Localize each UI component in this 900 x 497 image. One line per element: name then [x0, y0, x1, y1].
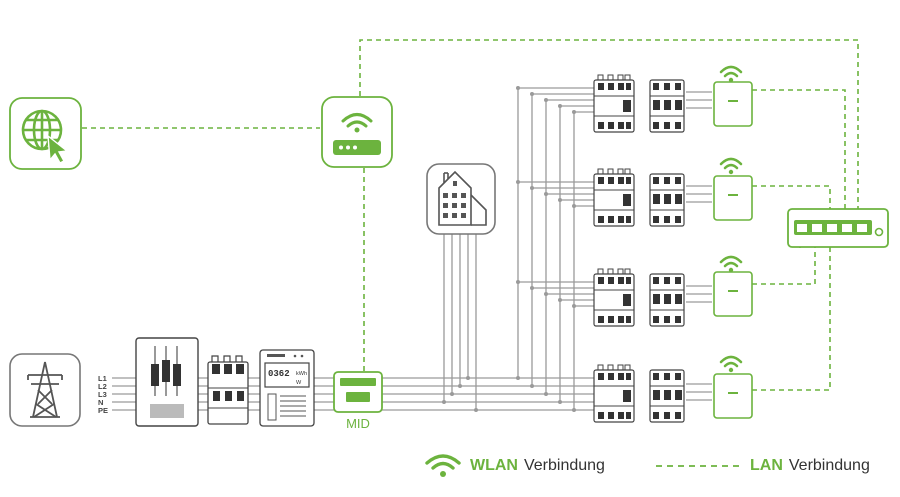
grid-node: [9, 353, 81, 427]
globe-icon: [21, 109, 63, 151]
legend-lan-text: Verbindung: [788, 457, 870, 474]
lan-wallbox-1: [752, 89, 846, 222]
legend-lan: LAN Verbindung: [656, 452, 870, 480]
breaker-rows: [593, 74, 685, 423]
router-node: [321, 96, 393, 168]
mcb-1: [649, 79, 685, 133]
legend-wlan-text: Verbindung: [523, 457, 605, 474]
mcb-2: [649, 173, 685, 227]
wallbox-4: [713, 373, 753, 419]
rcd-4: [593, 364, 635, 423]
phase-label-n: N: [98, 398, 103, 407]
meter-unit-w: W: [296, 380, 302, 386]
lan-wallbox-4: [752, 240, 831, 391]
phase-label-l1: L1: [98, 374, 107, 383]
cursor-icon: [47, 134, 69, 164]
main-fuse-box: [135, 337, 199, 427]
lan-wallbox-2: [752, 185, 831, 210]
house-icon: [438, 170, 487, 226]
mcb-3: [649, 273, 685, 327]
rcd-2: [593, 168, 635, 227]
wallbox-2: [713, 175, 753, 221]
wifi-icon: [719, 65, 743, 84]
distribution-bus: [517, 88, 575, 410]
phase-label-pe: PE: [98, 406, 108, 415]
mid-label: MID: [346, 416, 370, 431]
dashed-line-icon: [656, 465, 740, 467]
legend-wlan-bold: WLAN: [470, 457, 518, 474]
wallboxes: [713, 65, 753, 419]
rcd-3: [593, 268, 635, 327]
energy-meter: 0362 kWh W: [259, 349, 315, 427]
pylon-icon: [27, 361, 63, 418]
fuse-module: [207, 355, 249, 425]
meter-unit-kwh: kWh: [296, 371, 307, 377]
wifi-icon: [719, 157, 743, 176]
phase-label-l3: L3: [98, 390, 107, 399]
lan-router-switch: [359, 39, 859, 210]
legend-wlan: WLAN Verbindung: [424, 452, 605, 480]
wallbox-3: [713, 271, 753, 317]
lan-wallbox-3: [752, 240, 816, 285]
building-wires: [443, 234, 477, 410]
wallbox-1: [713, 81, 753, 127]
branch-lines: [518, 87, 598, 307]
rcd-1: [593, 74, 635, 133]
mid-meter: MID: [333, 371, 383, 431]
meter-reading: 0362: [268, 369, 290, 379]
phase-labels: L1 L2 L3 N PE: [98, 374, 108, 415]
network-switch: [787, 208, 889, 248]
legend-lan-bold: LAN: [750, 457, 783, 474]
wifi-icon: [719, 255, 743, 274]
mcb-4: [649, 369, 685, 423]
phase-label-l2: L2: [98, 382, 107, 391]
wifi-icon: [425, 454, 461, 477]
internet-node: [9, 97, 82, 170]
wifi-icon: [719, 355, 743, 374]
wifi-icon: [341, 113, 373, 128]
building-node: [426, 163, 496, 235]
